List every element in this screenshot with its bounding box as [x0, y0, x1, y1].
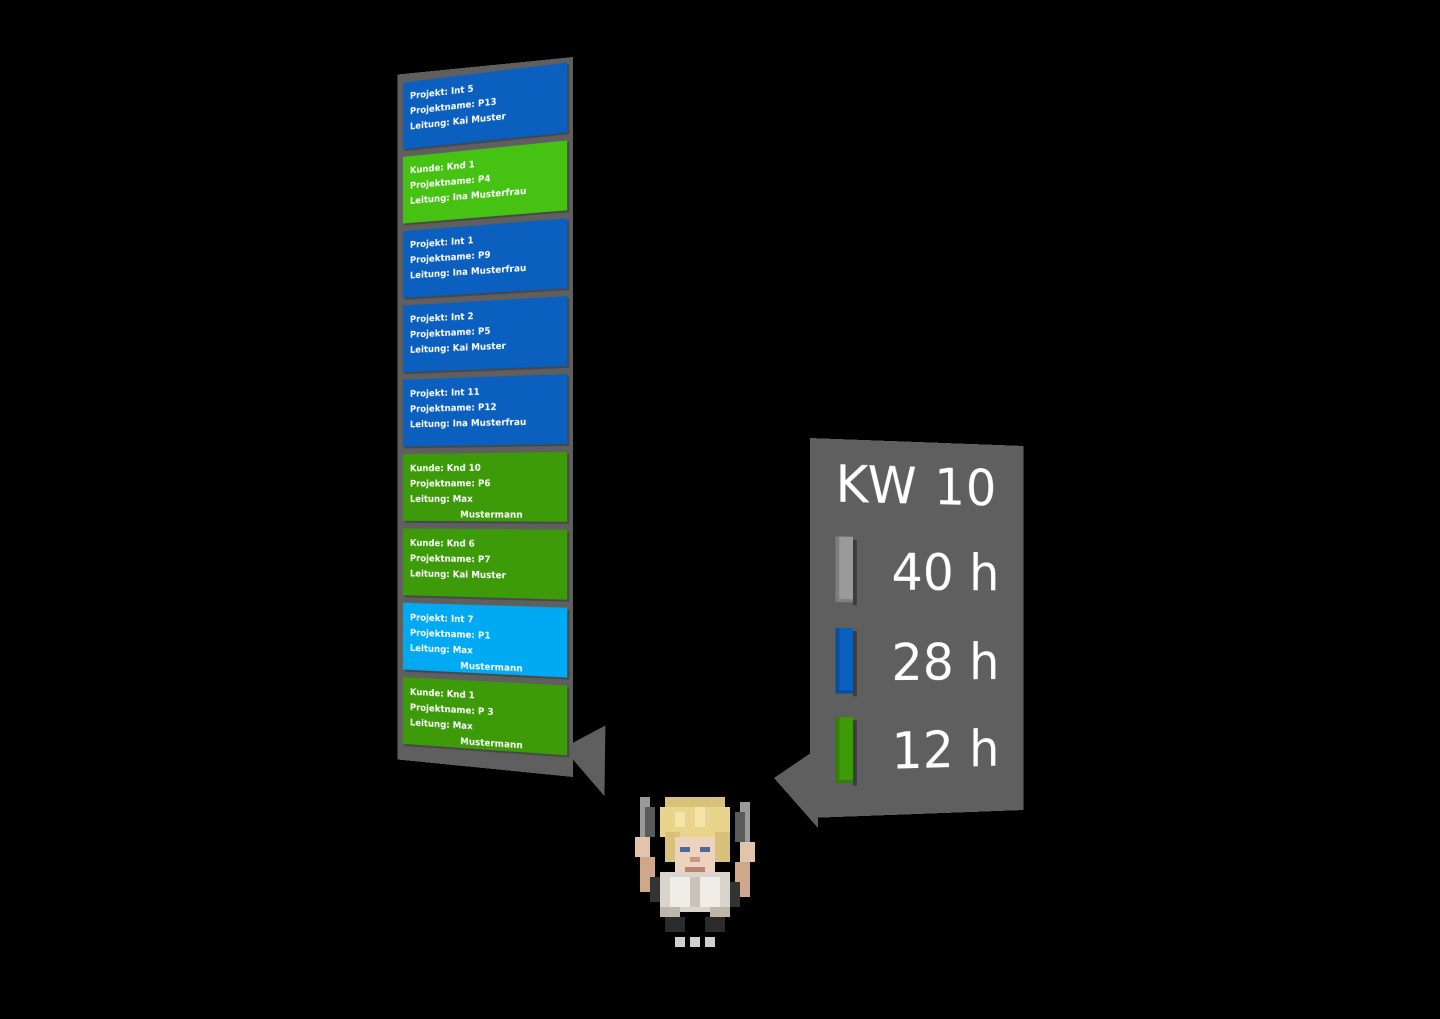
hours-bar-internal [835, 628, 853, 694]
hours-bar-customer [835, 717, 853, 784]
project-card[interactable]: Kunde: Knd 10 Projektname: P6 Leitung: Max… [402, 451, 568, 522]
hours-row-customer: 12 h [834, 714, 1013, 787]
week-label: KW 10 [835, 454, 998, 519]
project-card-line: Leitung: Kai Muster [409, 568, 506, 582]
hours-value-internal: 28 h [891, 633, 1000, 693]
hours-row-internal: 28 h [834, 628, 1013, 698]
hours-value-customer: 12 h [891, 720, 1000, 782]
project-card-line: Kunde: Knd 10 [409, 462, 481, 475]
hours-bar-total [835, 536, 853, 603]
hours-value-total: 40 h [891, 543, 1000, 603]
project-card-line: Mustermann [460, 509, 523, 521]
project-card-line: Leitung: Max [409, 494, 473, 505]
project-card-line: Projektname: P6 [409, 478, 491, 490]
pixel-avatar-icon[interactable] [630, 796, 760, 948]
project-card-line: Leitung: Ina Musterfrau [409, 416, 527, 431]
project-bubble-tail [563, 725, 635, 803]
weekly-hours-bubble: KW 10 40 h 28 h 12 h [810, 438, 1024, 818]
hours-row-total: 40 h [834, 536, 1013, 606]
